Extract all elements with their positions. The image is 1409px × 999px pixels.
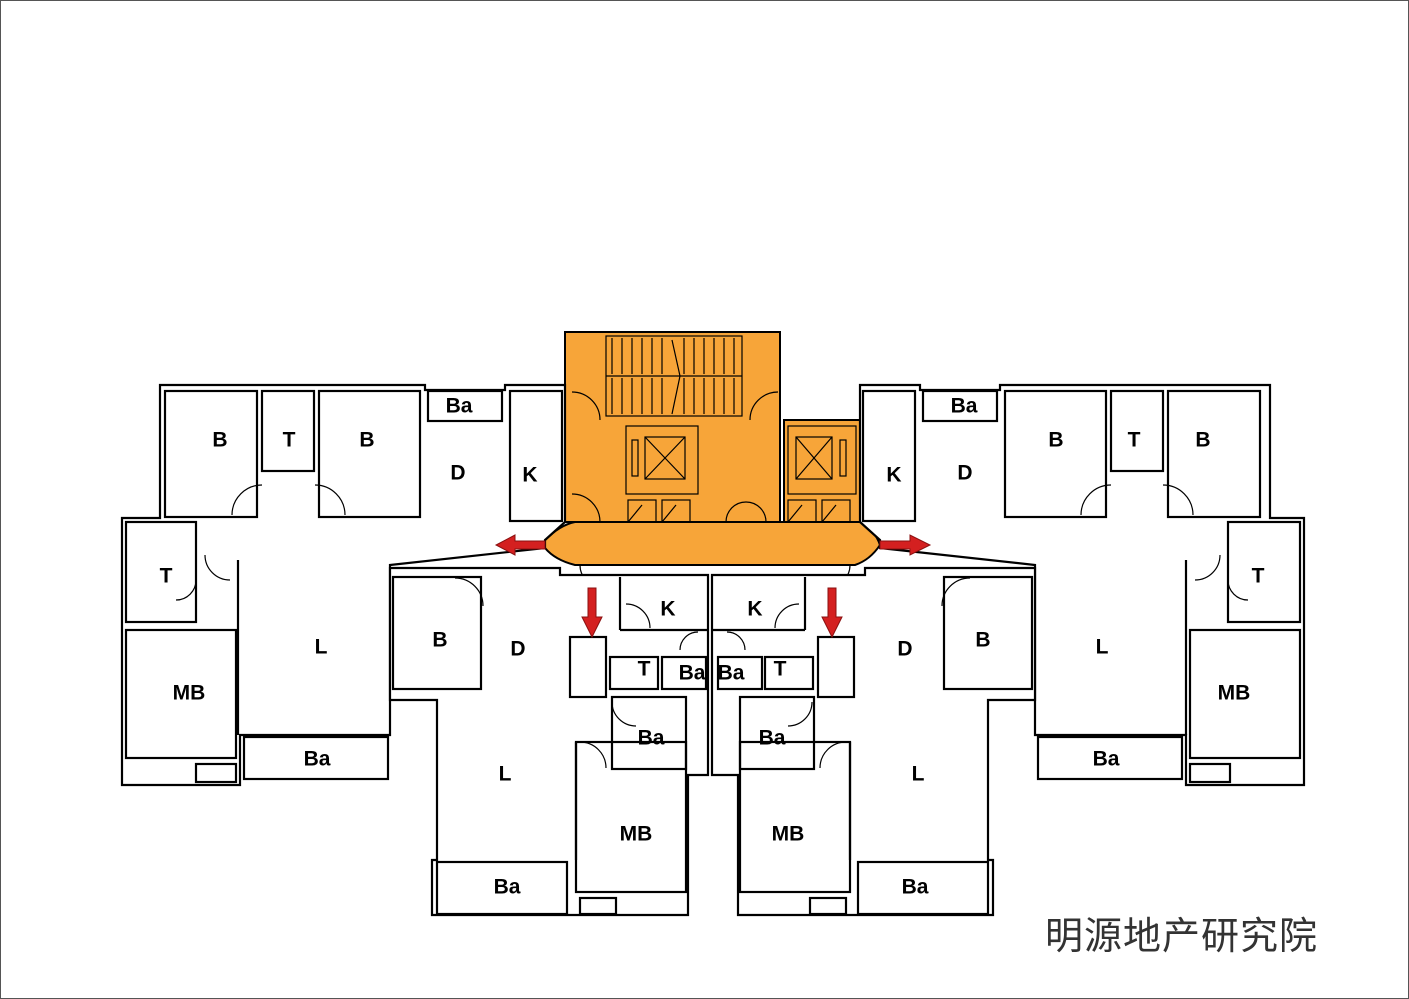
label-dining: D: [897, 638, 912, 661]
label-kitchen: K: [886, 464, 901, 487]
label-toilet: T: [160, 565, 173, 588]
room-labels: B T B Ba D K T L MB Ba B D K T Ba Ba L M…: [160, 395, 1265, 899]
label-kitchen: K: [522, 464, 537, 487]
label-living: L: [315, 636, 328, 659]
label-bedroom: B: [359, 429, 374, 452]
elevator-left: [625, 425, 699, 495]
label-balcony: Ba: [494, 876, 521, 899]
label-master-bedroom: MB: [173, 682, 206, 705]
label-master-bedroom: MB: [772, 823, 805, 846]
unit-a: [120, 383, 567, 787]
elevator-right: [787, 425, 857, 495]
label-dining: D: [510, 638, 525, 661]
label-toilet: T: [1252, 565, 1265, 588]
watermark-text: 明源地产研究院: [1045, 914, 1319, 958]
building-core: [544, 331, 882, 588]
label-kitchen: K: [660, 598, 675, 621]
unit-b: [388, 566, 710, 917]
label-balcony: Ba: [304, 748, 331, 771]
label-balcony: Ba: [718, 662, 745, 685]
stair-core: [564, 331, 781, 523]
label-living: L: [499, 763, 512, 786]
unit-d: [858, 383, 1306, 787]
label-toilet: T: [283, 429, 296, 452]
label-living: L: [1096, 636, 1109, 659]
label-bedroom: B: [1195, 429, 1210, 452]
label-balcony: Ba: [446, 395, 473, 418]
arrow-down-right: [821, 587, 843, 639]
label-balcony: Ba: [759, 727, 786, 750]
service-shafts: [627, 499, 851, 523]
circulation-arrows: [494, 534, 932, 639]
common-corridor: [544, 521, 882, 566]
label-living: L: [912, 763, 925, 786]
label-master-bedroom: MB: [1218, 682, 1251, 705]
label-bedroom: B: [975, 629, 990, 652]
label-bedroom: B: [212, 429, 227, 452]
label-toilet: T: [1128, 429, 1141, 452]
arrow-right: [879, 534, 932, 556]
label-balcony: Ba: [951, 395, 978, 418]
label-toilet: T: [638, 658, 651, 681]
label-balcony: Ba: [902, 876, 929, 899]
label-balcony: Ba: [1093, 748, 1120, 771]
stair-flights: [605, 335, 743, 417]
label-bedroom: B: [432, 629, 447, 652]
label-balcony: Ba: [638, 727, 665, 750]
label-master-bedroom: MB: [620, 823, 653, 846]
label-bedroom: B: [1048, 429, 1063, 452]
label-balcony: Ba: [679, 662, 706, 685]
unit-c: [710, 566, 1037, 917]
label-dining: D: [450, 462, 465, 485]
label-kitchen: K: [747, 598, 762, 621]
label-dining: D: [957, 462, 972, 485]
arrow-left: [494, 534, 546, 556]
arrow-down-left: [581, 587, 603, 639]
label-toilet: T: [774, 658, 787, 681]
